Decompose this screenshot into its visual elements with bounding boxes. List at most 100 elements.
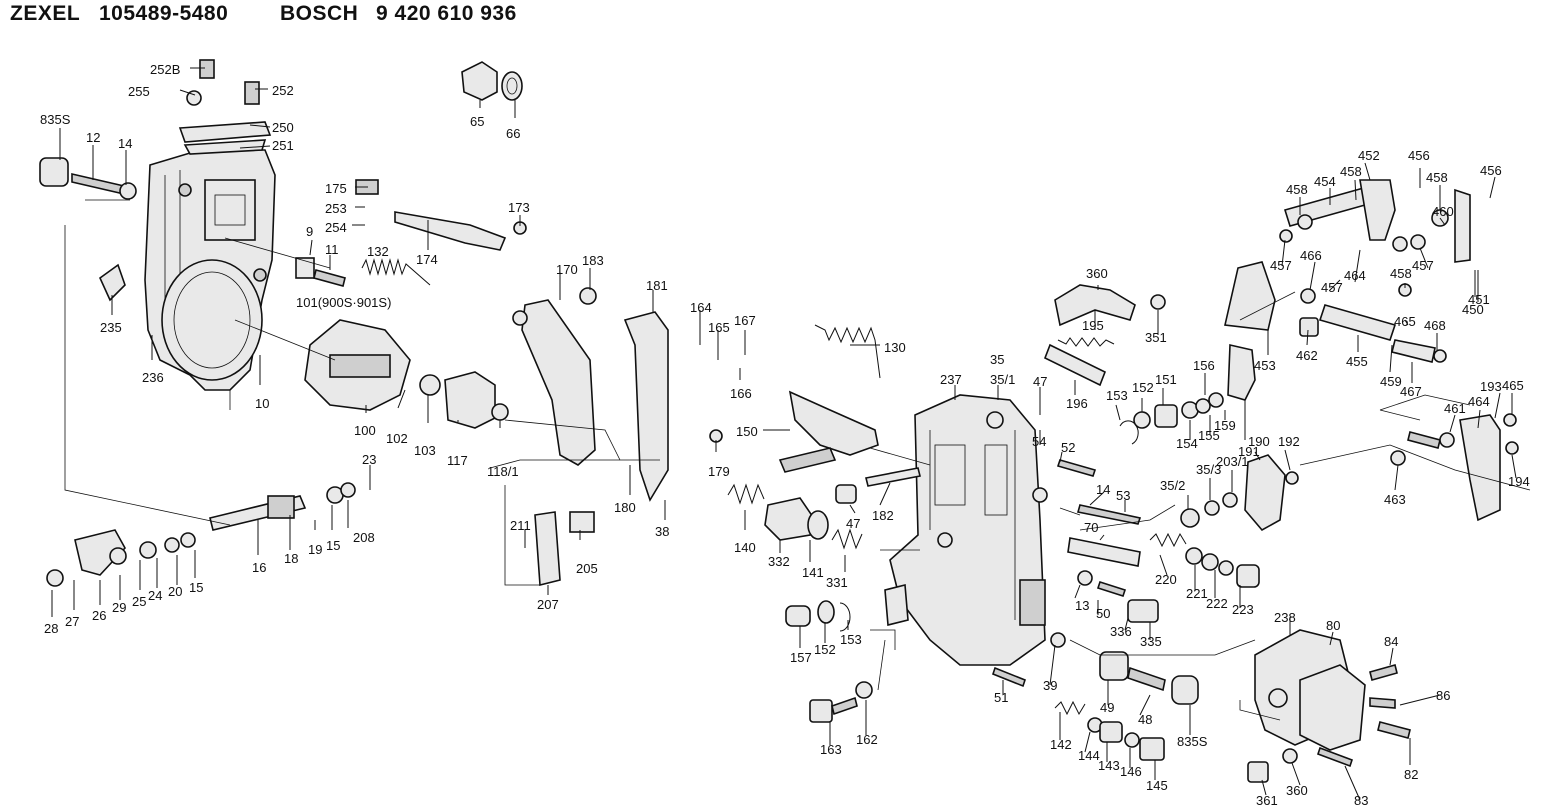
label-182: 182 [872,508,894,523]
label-35/3: 35/3 [1196,462,1221,477]
label-49: 49 [1100,700,1114,715]
label-130: 130 [884,340,906,355]
label-459: 459 [1380,374,1402,389]
label-16: 16 [252,560,266,575]
label-13: 13 [1075,598,1089,613]
label-332: 332 [768,554,790,569]
label-35/2: 35/2 [1160,478,1185,493]
label-39: 39 [1043,678,1057,693]
label-457: 457 [1270,258,1292,273]
label-238: 238 [1274,610,1296,625]
plug-835s-lower [1050,570,1199,705]
label-101: 101(900S·901S) [296,295,391,310]
label-458-b: 458 [1340,164,1362,179]
label-835S: 835S [40,112,71,127]
label-10: 10 [255,396,269,411]
label-455: 455 [1346,354,1368,369]
label-51: 51 [994,690,1008,705]
label-140: 140 [734,540,756,555]
label-454: 454 [1314,174,1336,189]
label-164: 164 [690,300,712,315]
lever-190 [1180,454,1299,532]
label-461: 461 [1444,401,1466,416]
label-144: 144 [1078,748,1100,763]
label-179: 179 [708,464,730,479]
label-165: 165 [708,320,730,335]
label-465: 465 [1394,314,1416,329]
label-23: 23 [362,452,376,467]
label-223: 223 [1232,602,1254,617]
label-190: 190 [1248,434,1270,449]
label-175: 175 [325,181,347,196]
label-163: 163 [820,742,842,757]
label-20: 20 [168,584,182,599]
label-47: 47 [846,516,860,531]
label-181: 181 [646,278,668,293]
label-196: 196 [1066,396,1088,411]
label-35: 35 [990,352,1004,367]
label-460: 460 [1432,204,1454,219]
label-220: 220 [1155,572,1177,587]
label-152-b: 152 [1132,380,1154,395]
label-151: 151 [1155,372,1177,387]
label-237: 237 [940,372,962,387]
label-835S-b: 835S [1177,734,1208,749]
label-143: 143 [1098,758,1120,773]
label-253: 253 [325,201,347,216]
label-156: 156 [1193,358,1215,373]
label-65: 65 [470,114,484,129]
label-250: 250 [272,120,294,135]
label-173: 173 [508,200,530,215]
label-100: 100 [354,423,376,438]
brand-bosch: BOSCH [280,2,359,25]
label-159: 159 [1214,418,1236,433]
label-11: 11 [325,242,339,257]
label-27: 27 [65,614,79,629]
label-38: 38 [655,524,669,539]
label-132: 132 [367,244,389,259]
label-252: 252 [272,83,294,98]
label-252B: 252B [150,62,180,77]
adjuster-220 [1149,532,1260,588]
brand-zexel: ZEXEL [10,2,81,25]
label-450: 450 [1462,302,1484,317]
label-458: 458 [1286,182,1308,197]
label-66: 66 [506,126,520,141]
label-24: 24 [148,588,162,603]
label-150: 150 [736,424,758,439]
pin-182 [835,467,921,504]
label-118/1: 118/1 [487,464,519,479]
label-462: 462 [1296,348,1318,363]
label-464: 464 [1344,268,1366,283]
label-170: 170 [556,262,578,277]
label-458-c: 458 [1426,170,1448,185]
label-166: 166 [730,386,752,401]
label-15: 15 [326,538,340,553]
label-174: 174 [416,252,438,267]
label-191: 191 [1238,444,1260,459]
label-47-b: 47 [1033,374,1047,389]
spring-130 [814,324,881,379]
label-26: 26 [92,608,106,623]
lever-181 [623,311,723,502]
label-54: 54 [1032,434,1046,449]
label-466: 466 [1300,248,1322,263]
label-211: 211 [510,518,531,533]
label-152: 152 [814,642,836,657]
label-180: 180 [614,500,636,515]
label-25: 25 [132,594,146,609]
label-84: 84 [1384,634,1398,649]
label-35/1: 35/1 [990,372,1015,387]
label-29: 29 [112,600,126,615]
label-453: 453 [1254,358,1276,373]
lever-195 [1043,284,1166,387]
label-457-b: 457 [1321,280,1343,295]
label-83: 83 [1354,793,1368,808]
label-142: 142 [1050,737,1072,752]
label-203/1: 203/1 [1216,454,1249,469]
plug-835s [39,157,137,200]
label-464-b: 464 [1468,394,1490,409]
label-192: 192 [1278,434,1300,449]
pump-body [884,394,1048,666]
